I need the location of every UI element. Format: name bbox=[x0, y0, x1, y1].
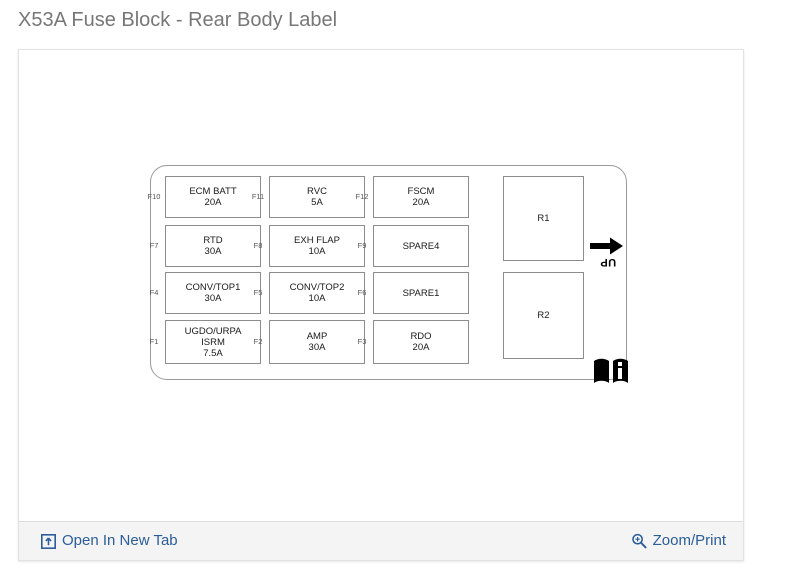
fuse-box-f7: RTD 30A bbox=[165, 225, 261, 267]
magnifier-plus-icon bbox=[631, 533, 647, 549]
fuse-label-f5: CONV/TOP2 10A bbox=[289, 282, 345, 304]
relay-box-r1: R1 bbox=[503, 176, 584, 261]
fuse-pin-f6: F6 bbox=[357, 288, 367, 297]
fuse-label-f11: RVC 5A bbox=[307, 186, 327, 208]
fuse-box-f1: UGDO/URPA ISRM 7.5A bbox=[165, 320, 261, 364]
relay-box-r2: R2 bbox=[503, 272, 584, 359]
manual-marker bbox=[592, 356, 630, 386]
up-label: UP bbox=[599, 256, 617, 268]
fuse-pin-f5: F5 bbox=[253, 288, 263, 297]
fuse-label-f10: ECM BATT 20A bbox=[189, 186, 237, 208]
fuse-pin-f12: F12 bbox=[355, 192, 369, 201]
fuse-pin-f11: F11 bbox=[251, 192, 265, 201]
fuse-label-f4: CONV/TOP1 30A bbox=[185, 282, 241, 304]
fuse-box-f4: CONV/TOP1 30A bbox=[165, 272, 261, 314]
fuse-pin-f8: F8 bbox=[253, 241, 263, 250]
zoom-print-label: Zoom/Print bbox=[652, 532, 726, 549]
open-in-new-tab-link[interactable]: Open In New Tab bbox=[40, 531, 178, 551]
fuse-box-f2: AMP 30A bbox=[269, 320, 365, 364]
fuse-box-f6: SPARE1 bbox=[373, 272, 469, 314]
fuse-label-f8: EXH FLAP 10A bbox=[294, 235, 340, 257]
fuse-label-f1: UGDO/URPA ISRM 7.5A bbox=[184, 325, 242, 359]
page-title: X53A Fuse Block - Rear Body Label bbox=[18, 9, 338, 31]
fuse-pin-f7: F7 bbox=[149, 241, 159, 250]
fuse-box-f8: EXH FLAP 10A bbox=[269, 225, 365, 267]
fuse-pin-f4: F4 bbox=[149, 288, 159, 297]
external-link-icon bbox=[40, 533, 56, 549]
right-arrow-icon bbox=[590, 237, 623, 255]
relay-label-r2: R2 bbox=[537, 310, 550, 321]
relay-label-r1: R1 bbox=[537, 213, 550, 224]
image-viewer-card: F10 ECM BATT 20A F11 RVC 5A F12 FSCM 20A F7 RTD… bbox=[18, 49, 744, 561]
orientation-marker: UP bbox=[590, 236, 630, 290]
fuse-diagram-area: F10 ECM BATT 20A F11 RVC 5A F12 FSCM 20A F7 RTD… bbox=[19, 50, 743, 523]
fuse-box-f9: SPARE4 bbox=[373, 225, 469, 267]
fuse-box-f11: RVC 5A bbox=[269, 176, 365, 218]
fuse-pin-f2: F2 bbox=[253, 337, 263, 346]
fuse-box-f3: RDO 20A bbox=[373, 320, 469, 364]
fuse-label-f2: AMP 30A bbox=[306, 331, 328, 353]
fuse-label-f12: FSCM 20A bbox=[407, 186, 435, 208]
fuse-pin-f10: F10 bbox=[147, 192, 161, 201]
zoom-print-link[interactable]: Zoom/Print bbox=[631, 531, 726, 551]
open-in-new-tab-label: Open In New Tab bbox=[62, 532, 178, 549]
fuse-box-f10: ECM BATT 20A bbox=[165, 176, 261, 218]
fuse-label-f7: RTD 30A bbox=[203, 235, 223, 257]
open-book-info-icon bbox=[594, 358, 628, 383]
fuse-pin-f3: F3 bbox=[357, 337, 367, 346]
fuse-label-f6: SPARE1 bbox=[402, 287, 440, 299]
fuse-label-f3: RDO 20A bbox=[410, 331, 432, 353]
viewer-footer: Open In New Tab Zoom/Print bbox=[19, 521, 743, 560]
fuse-label-f9: SPARE4 bbox=[402, 240, 440, 252]
fuse-pin-f1: F1 bbox=[149, 337, 159, 346]
fuse-pin-f9: F9 bbox=[357, 241, 367, 250]
fuse-box-f5: CONV/TOP2 10A bbox=[269, 272, 365, 314]
fuse-box-f12: FSCM 20A bbox=[373, 176, 469, 218]
